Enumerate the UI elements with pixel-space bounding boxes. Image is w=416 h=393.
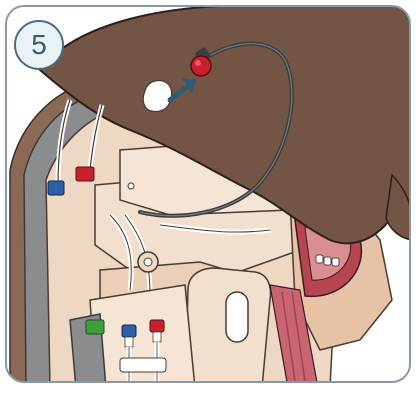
red-connector-upper-icon	[76, 167, 94, 181]
blue-connector-lower-icon	[122, 325, 136, 337]
step-number-badge: 5	[14, 20, 64, 70]
small-hole	[128, 183, 134, 189]
red-connector-lower-icon	[150, 320, 164, 332]
connector-port-icon	[143, 81, 171, 112]
red-connector-upper	[76, 167, 94, 181]
step-number: 5	[31, 29, 47, 61]
front-panel-slot	[226, 292, 248, 342]
red-plug-head-icon	[191, 56, 211, 76]
green-connector-icon	[86, 320, 104, 334]
blue-connector-upper	[48, 178, 64, 195]
connector-housing	[90, 285, 195, 388]
blue-connector-upper-icon	[48, 181, 64, 195]
